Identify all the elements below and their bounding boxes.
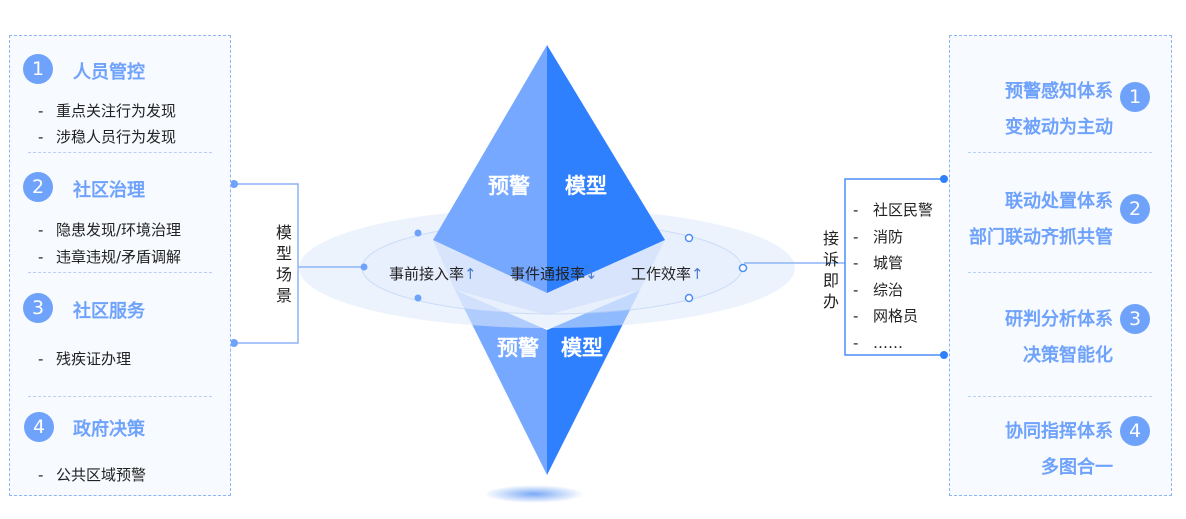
list-item: -涉稳人员行为发现 <box>38 128 177 146</box>
ring-dot <box>360 263 368 271</box>
bottom-left-facet <box>455 290 547 475</box>
ring-dot <box>684 293 694 303</box>
ring-dot <box>414 229 422 237</box>
step-badge: 2 <box>1120 194 1150 224</box>
middle-glow <box>433 240 665 315</box>
divider <box>968 152 1152 153</box>
section-title: 人员管控 <box>73 62 145 83</box>
systems-panel: 预警感知体系变被动为主动 1 联动处置体系部门联动齐抓共管 2 研判分析体系决策… <box>949 35 1172 496</box>
metric-2: 事件通报率↓ <box>510 265 598 283</box>
list-item: -公共区域预警 <box>38 466 147 484</box>
list-item: -消防 <box>853 227 904 246</box>
right-bracket <box>844 178 944 356</box>
top-left-label: 预警 <box>488 174 530 198</box>
system-text: 预警感知体系变被动为主动 <box>1005 81 1113 138</box>
shadow <box>484 485 584 503</box>
step-badge: 3 <box>1120 304 1150 334</box>
bottom-right-facet <box>547 290 640 475</box>
list-item: -违章违规/矛盾调解 <box>38 248 182 266</box>
list-item: -重点关注行为发现 <box>38 102 177 120</box>
divider <box>968 396 1152 397</box>
left-bracket <box>234 183 299 344</box>
divider <box>28 152 212 153</box>
step-badge: 1 <box>23 54 53 84</box>
bottom-right-label: 模型 <box>561 336 603 360</box>
step-badge: 2 <box>23 172 53 202</box>
list-item: -综治 <box>853 280 904 299</box>
system-text: 联动处置体系部门联动齐抓共管 <box>969 191 1113 248</box>
top-right-facet <box>547 45 665 293</box>
arrow-up-icon: ↑ <box>464 265 477 283</box>
list-item: -…… <box>853 333 903 352</box>
arrow-down-icon: ↓ <box>585 265 598 283</box>
bracket-dot <box>230 180 238 188</box>
list-item: -隐患发现/环境治理 <box>38 221 182 239</box>
list-item: -社区民警 <box>853 201 934 219</box>
department-list: -社区民警 -消防 -城管 -综治 -网格员 -…… <box>853 197 933 356</box>
list-item: -残疾证办理 <box>38 350 132 368</box>
list-item: -网格员 <box>853 307 919 325</box>
metric-3: 工作效率↑ <box>631 265 704 283</box>
section-title: 政府决策 <box>73 419 145 440</box>
system-text: 协同指挥体系多图合一 <box>1005 421 1113 478</box>
bracket-dot <box>230 339 238 347</box>
bracket-dot <box>940 351 948 359</box>
step-badge: 4 <box>1120 416 1150 446</box>
bracket-dot <box>940 175 948 183</box>
top-right-label: 模型 <box>565 174 607 198</box>
metric-1: 事前接入率↑ <box>389 265 477 283</box>
bottom-left-label: 预警 <box>497 336 539 360</box>
divider <box>968 272 1152 273</box>
section-title: 社区服务 <box>73 301 145 322</box>
ring-dot <box>684 233 694 243</box>
complaint-handling-label: 接诉即办 <box>822 229 839 311</box>
divider <box>28 272 212 273</box>
model-scenes-panel: 1 人员管控 -重点关注行为发现 -涉稳人员行为发现 2 社区治理 -隐患发现/… <box>9 35 231 496</box>
step-badge: 3 <box>23 293 53 323</box>
ring-dot <box>738 263 748 273</box>
list-item: -城管 <box>853 254 904 272</box>
model-scene-label: 模型场景 <box>275 223 292 305</box>
system-text: 研判分析体系决策智能化 <box>1005 309 1113 366</box>
top-left-facet <box>433 45 547 293</box>
section-title: 社区治理 <box>73 180 145 201</box>
arrow-up-icon: ↑ <box>691 265 704 283</box>
step-badge: 1 <box>1120 82 1150 112</box>
step-badge: 4 <box>24 412 54 442</box>
divider <box>28 396 212 397</box>
ring-dot <box>414 294 422 302</box>
